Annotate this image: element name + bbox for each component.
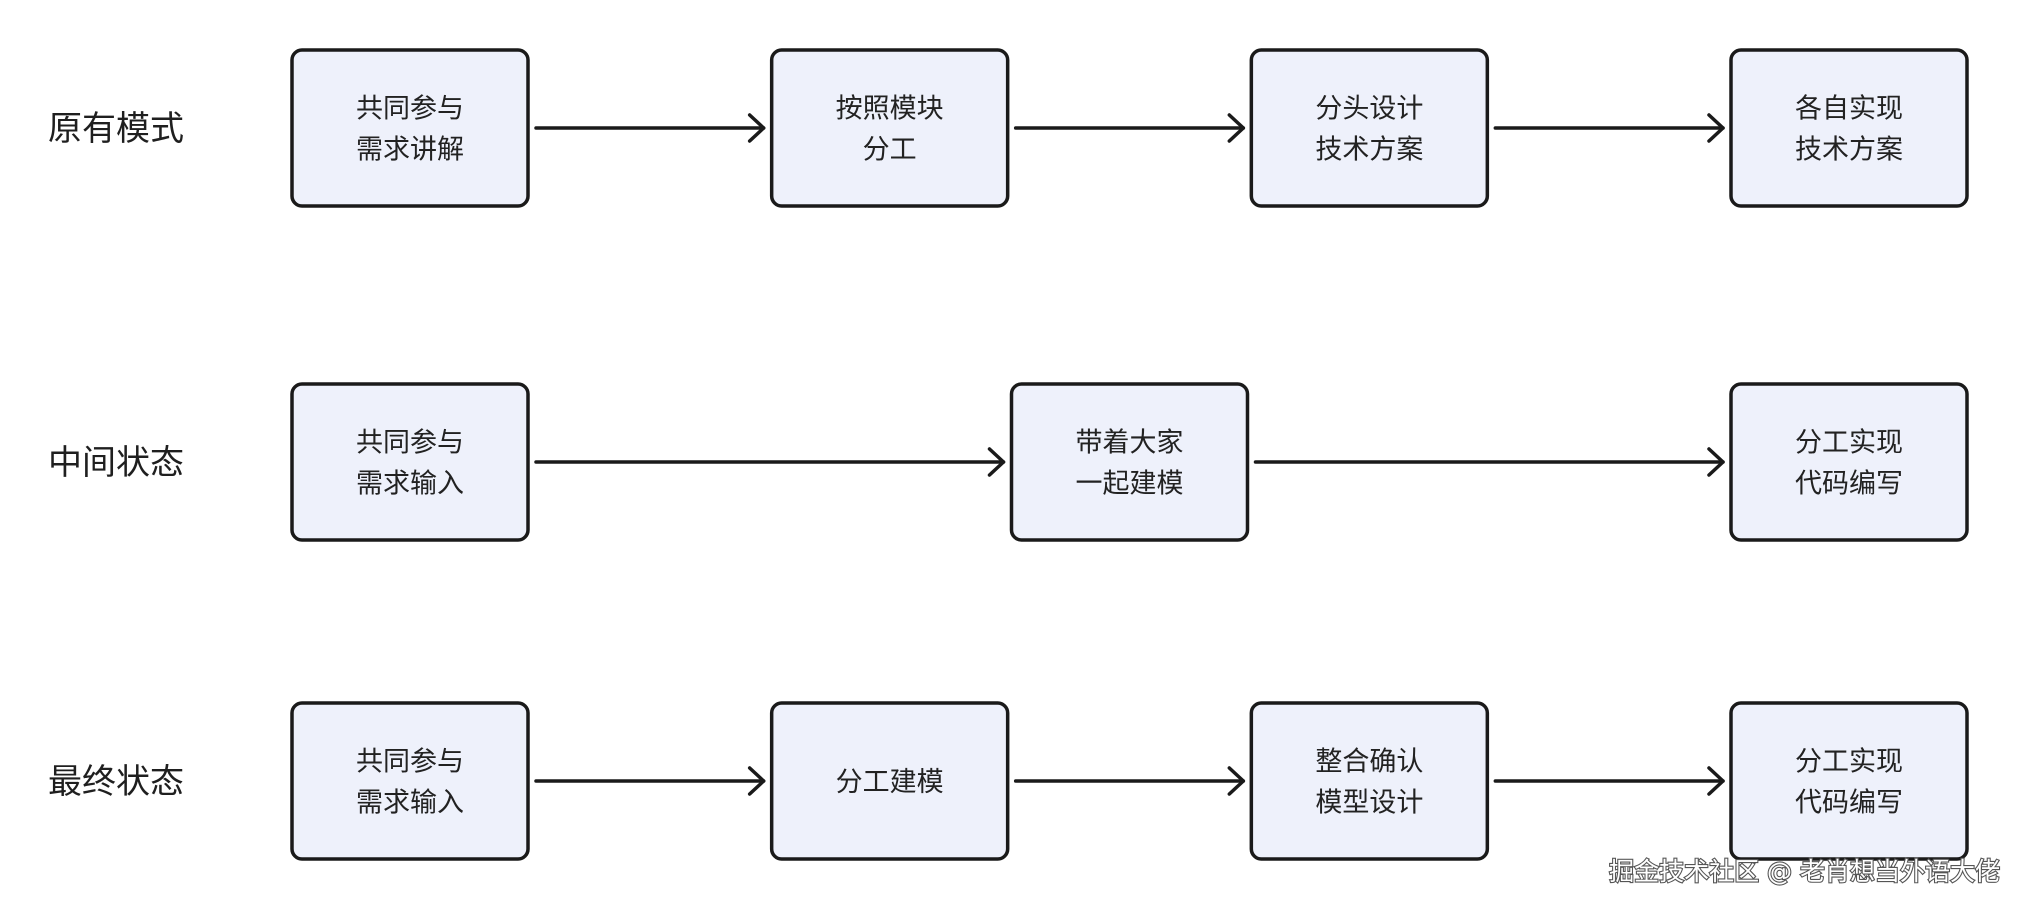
process-step-frame [1729,701,1969,861]
row-label: 最终状态 [48,762,184,802]
process-step-text: 代码编写 [1795,469,1903,500]
flow-arrow [1253,447,1725,477]
process-step-text: 共同参与 [356,94,464,125]
flow-arrow [534,766,766,796]
flow-arrow [1493,113,1725,143]
process-step-text: 需求输入 [356,469,464,500]
process-step-frame [1009,382,1250,542]
process-step-text: 模型设计 [1315,788,1423,819]
process-step-text: 分工实现 [1795,428,1903,459]
process-step-frame [769,701,1010,861]
process-step-text: 代码编写 [1795,788,1903,819]
process-step-frame [1249,48,1490,208]
process-step-text: 共同参与 [356,747,464,778]
process-step-text: 分工实现 [1795,747,1903,778]
rows-layer: 原有模式共同参与需求讲解按照模块分工分头设计技术方案各自实现技术方案中间状态共同… [48,48,1969,861]
process-step-text: 需求讲解 [356,135,464,166]
flow-arrow [1013,113,1246,143]
process-step-text: 分工建模 [836,767,944,798]
process-step-frame [290,701,530,861]
process-step-frame [769,48,1010,208]
process-step-frame [1249,701,1490,861]
process-step-text: 需求输入 [356,788,464,819]
process-step-text: 共同参与 [356,428,464,459]
process-step-text: 分头设计 [1315,94,1423,125]
flow-arrow [1013,766,1246,796]
process-step-text: 一起建模 [1076,469,1184,500]
process-step-text: 各自实现 [1795,94,1903,125]
process-step-frame [290,382,530,542]
watermark: 掘金技术社区 @ 老肖想当外语大佬 [1609,857,2000,886]
row-label: 原有模式 [48,109,184,149]
flow-arrow [534,447,1006,477]
process-step-text: 整合确认 [1315,747,1423,778]
flow-row-1: 原有模式共同参与需求讲解按照模块分工分头设计技术方案各自实现技术方案 [48,48,1969,208]
process-step-text: 分工 [863,135,917,166]
process-step-frame [1729,382,1969,542]
process-step-text: 技术方案 [1795,135,1903,166]
row-label: 中间状态 [48,443,184,483]
flow-arrow [1493,766,1725,796]
process-step-box: 分工建模 [769,701,1010,861]
process-step-frame [290,48,530,208]
process-step-text: 带着大家 [1076,428,1184,459]
process-step-frame [1729,48,1969,208]
process-step-text: 按照模块 [836,94,944,125]
process-step-text: 技术方案 [1315,135,1423,166]
flow-arrow [534,113,766,143]
